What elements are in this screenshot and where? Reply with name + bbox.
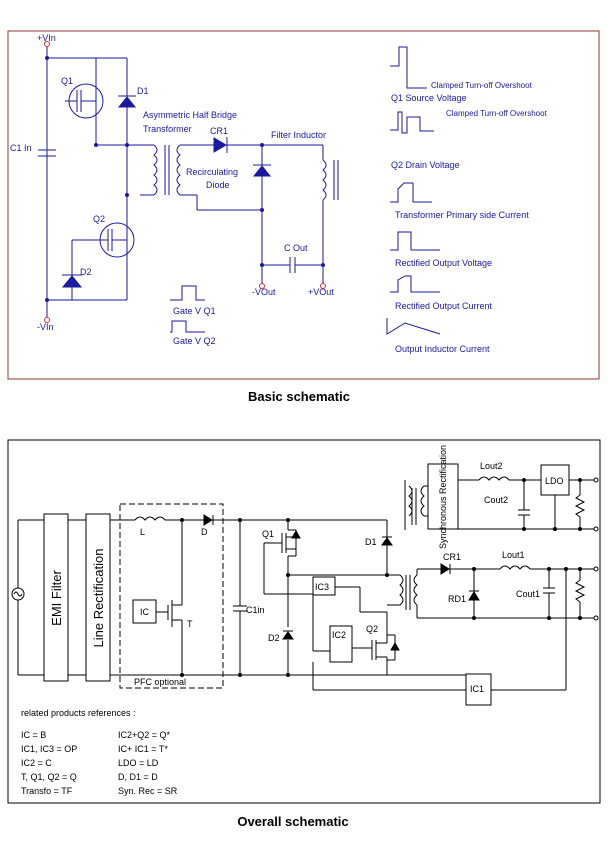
rd1-label: RD1 xyxy=(448,594,466,604)
gate-waveforms xyxy=(170,285,205,333)
cout2-label: Cout2 xyxy=(484,495,508,505)
pfc-d-label: D xyxy=(201,527,208,537)
transformer-label-2: Transformer xyxy=(143,124,192,134)
lout2-label: Lout2 xyxy=(480,461,503,471)
ic1-label: IC1 xyxy=(470,684,484,694)
ref-right: LDO = LD xyxy=(118,758,159,768)
recirc-label: Recirculating xyxy=(186,167,238,177)
basic-junctions xyxy=(45,56,325,302)
output-waveforms xyxy=(386,46,441,335)
q1-label: Q1 xyxy=(61,76,73,86)
emi-filter-label: EMI Filter xyxy=(49,570,64,626)
ref-left: T, Q1, Q2 = Q xyxy=(21,772,77,782)
lout1-label: Lout1 xyxy=(502,550,525,560)
ref-right: IC2+Q2 = Q* xyxy=(118,730,171,740)
ic2-label: IC2 xyxy=(332,630,346,640)
waveform-label: Q1 Source Voltage xyxy=(391,93,467,103)
cr1-label: CR1 xyxy=(210,126,228,136)
ref-right: IC+ IC1 = T* xyxy=(118,744,168,754)
ref-left: IC1, IC3 = OP xyxy=(21,744,77,754)
overall-schematic-frame xyxy=(7,439,601,804)
q2-label: Q2 xyxy=(93,214,105,224)
cr1-overall-label: CR1 xyxy=(443,552,461,562)
c1in-label: C1in xyxy=(246,605,265,615)
vout-plus-label: +VOut xyxy=(308,287,334,297)
overall-junctions xyxy=(180,478,582,677)
d2-overall-label: D2 xyxy=(268,633,280,643)
terminals xyxy=(44,41,326,323)
pfc-t-label: T xyxy=(187,619,193,629)
waveform-label: Q2 Drain Voltage xyxy=(391,160,460,170)
waveform-label: Transformer Primary side Current xyxy=(395,210,529,220)
gate-q1-label: Gate V Q1 xyxy=(173,306,216,316)
waveform-label: Output Inductor Current xyxy=(395,344,490,354)
transformer-label: Asymmetric Half Bridge xyxy=(143,110,237,120)
basic-caption: Basic schematic xyxy=(248,389,350,404)
ref-left: IC = B xyxy=(21,730,46,740)
c1-label: C1 In xyxy=(10,143,32,153)
waveform-annotation: Clamped Turn-off Overshoot xyxy=(431,81,533,90)
waveform-annotation: Clamped Turn-off Overshoot xyxy=(446,109,548,118)
ldo-label: LDO xyxy=(545,476,564,486)
pfc-optional-label: PFC optional xyxy=(134,677,186,687)
cout1-label: Cout1 xyxy=(516,589,540,599)
recirc-label-2: Diode xyxy=(206,180,230,190)
d1-label: D1 xyxy=(137,86,149,96)
output-terminals xyxy=(593,477,599,621)
basic-circuit xyxy=(38,44,339,320)
vin-minus-label: -VIn xyxy=(37,322,54,332)
pfc-ic-label: IC xyxy=(140,607,150,617)
overall-caption: Overall schematic xyxy=(237,814,348,829)
sync-rect-label: Synchronous Rectification xyxy=(438,445,448,549)
pfc-l-label: L xyxy=(140,527,145,537)
waveform-label: Rectified Output Voltage xyxy=(395,258,492,268)
ref-right: Syn. Rec = SR xyxy=(118,786,178,796)
d1-overall-label: D1 xyxy=(365,537,377,547)
q2-overall-label: Q2 xyxy=(366,624,378,634)
vin-plus-label: +VIn xyxy=(37,33,56,43)
filter-inductor-label: Filter Inductor xyxy=(271,130,326,140)
ref-left: Transfo = TF xyxy=(21,786,73,796)
cout-label: C Out xyxy=(284,243,308,253)
ic3-label: IC3 xyxy=(315,582,329,592)
waveform-label: Rectified Output Current xyxy=(395,301,493,311)
basic-schematic-frame xyxy=(7,30,600,380)
line-rect-label: Line Rectification xyxy=(91,549,106,648)
d2-label: D2 xyxy=(80,267,92,277)
ref-left: IC2 = C xyxy=(21,758,52,768)
ref-right: D, D1 = D xyxy=(118,772,158,782)
refs-title: related products references : xyxy=(21,708,136,718)
gate-q2-label: Gate V Q2 xyxy=(173,336,216,346)
vout-minus-label: -VOut xyxy=(252,287,276,297)
q1-overall-label: Q1 xyxy=(262,529,274,539)
